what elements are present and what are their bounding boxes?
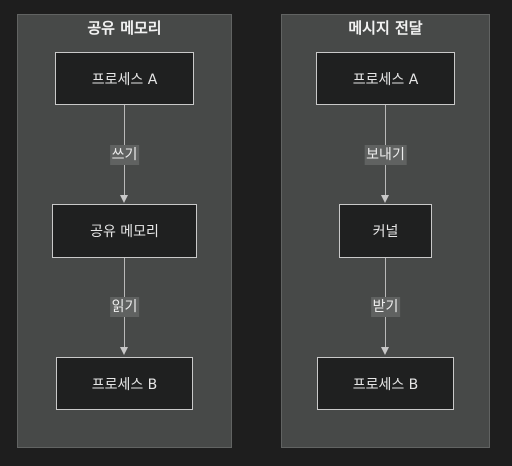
arrowhead	[120, 347, 128, 355]
cluster-title: 공유 메모리	[87, 19, 162, 37]
node-process-b: 프로세스 B	[56, 357, 193, 410]
node-process-b: 프로세스 B	[317, 357, 454, 410]
arrowhead	[381, 347, 389, 355]
edge-label-send: 보내기	[364, 145, 407, 165]
node-process-a: 프로세스 A	[55, 52, 194, 105]
edge-label-write: 쓰기	[109, 145, 140, 165]
node-shared-memory: 공유 메모리	[52, 204, 197, 258]
arrowhead	[120, 195, 128, 203]
edge-label-read: 읽기	[109, 297, 140, 317]
node-process-a: 프로세스 A	[316, 52, 455, 105]
node-kernel: 커널	[339, 204, 432, 258]
edge-label-receive: 받기	[370, 297, 401, 317]
arrowhead	[381, 195, 389, 203]
cluster-title: 메시지 전달	[348, 19, 423, 37]
